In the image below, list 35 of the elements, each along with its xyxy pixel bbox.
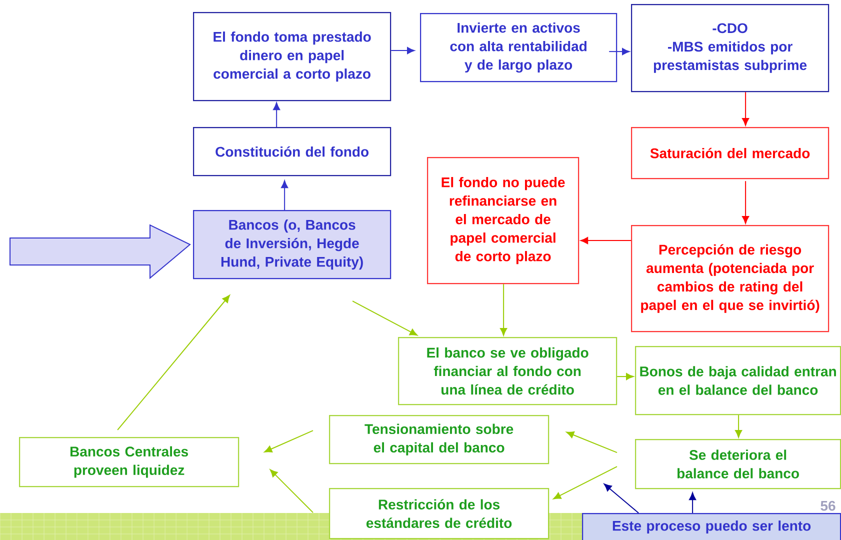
arrow xyxy=(281,180,288,210)
page-number: 56 xyxy=(820,500,836,511)
arrow xyxy=(616,373,634,380)
arrow xyxy=(117,294,230,430)
block-arrow xyxy=(10,224,191,280)
arrow xyxy=(390,47,415,54)
process-box: Se deteriora el balance del banco xyxy=(635,439,841,490)
process-box: Tensionamiento sobre el capital del banco xyxy=(329,415,550,464)
highlight-box: Bancos (o, Bancos de Inversión, Hegde Hund, Private Equity) xyxy=(193,210,392,280)
process-box: Constitución del fondo xyxy=(193,127,392,176)
arrow xyxy=(352,300,418,336)
process-box: El fondo no puede refinanciarse en el mercado de papel comercial de corto plazo xyxy=(427,157,580,284)
arrow xyxy=(270,469,314,514)
arrow xyxy=(608,48,630,56)
arrow xyxy=(742,180,750,224)
process-box: Saturación del mercado xyxy=(631,127,830,180)
process-box: Restricción de los estándares de crédito xyxy=(329,488,550,540)
process-box: Percepción de riesgo aumenta (potenciada por cambios de rating del papel en el que se invirtió) xyxy=(631,225,830,332)
process-box: El fondo toma prestado dinero en papel comercial a corto plazo xyxy=(193,12,392,102)
arrow xyxy=(273,102,280,128)
arrow xyxy=(742,92,750,126)
process-box: Bonos de baja calidad entran en el balance del banco xyxy=(635,346,841,416)
process-box: Invierte en activos con alta rentabilidad y de largo plazo xyxy=(420,13,618,82)
arrow xyxy=(500,284,508,336)
note-box: Este proceso puedo ser lento xyxy=(582,513,841,540)
arrow xyxy=(553,466,618,500)
arrow xyxy=(264,430,314,452)
arrow xyxy=(566,431,618,454)
arrow xyxy=(580,237,632,244)
arrow xyxy=(689,492,696,514)
process-box: El banco se ve obligado financiar al fondo con una línea de crédito xyxy=(398,337,618,406)
arrow xyxy=(735,414,742,438)
process-box: Bancos Centrales proveen liquidez xyxy=(19,437,240,488)
arrow xyxy=(604,484,640,514)
process-box: -CDO -MBS emitidos por prestamistas subprime xyxy=(631,4,830,92)
